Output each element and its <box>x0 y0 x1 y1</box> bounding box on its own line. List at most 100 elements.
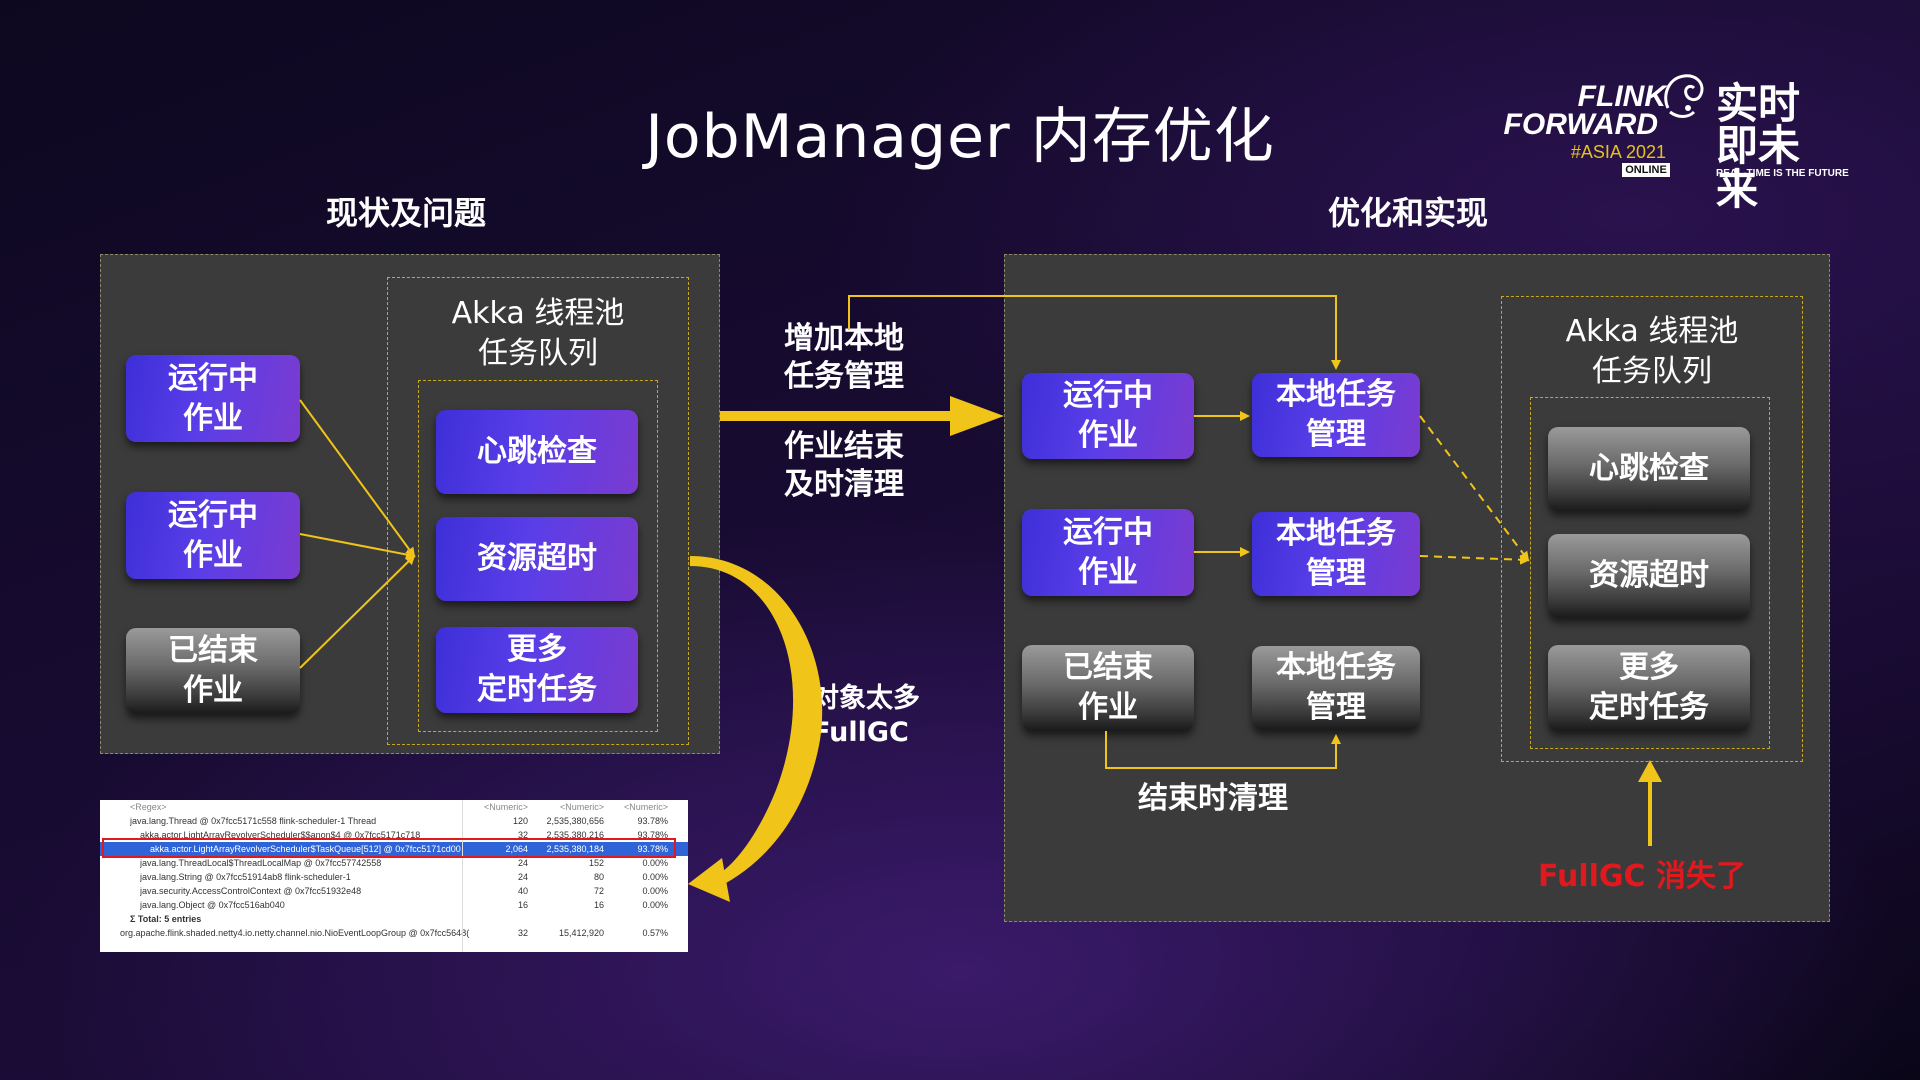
heap-dump-table: <Regex> <Numeric> <Numeric> <Numeric> ja… <box>100 800 688 952</box>
table-cell-name: java.lang.String @ 0x7fcc51914ab8 flink-… <box>140 872 351 882</box>
left-connector-1 <box>299 399 416 558</box>
table-cell-v2: 2,535,380,184 <box>546 844 604 854</box>
table-cell-v3: 0.00% <box>642 900 668 910</box>
right-finished-job: 已结束 作业 <box>1022 645 1194 731</box>
table-cell-name: java.lang.Thread @ 0x7fcc5171c558 flink-… <box>130 816 377 826</box>
table-header-numeric-1: <Numeric> <box>483 802 528 812</box>
right-akka-title: Akka 线程池 任务队列 <box>1565 314 1739 389</box>
left-task-heartbeat: 心跳检查 <box>436 410 638 494</box>
right-running-job-2: 运行中 作业 <box>1022 509 1194 596</box>
left-connector-3 <box>299 554 416 669</box>
table-cell-v2: 2,535,380,216 <box>546 830 604 840</box>
logo-cn-line1: 实时 <box>1716 79 1801 128</box>
left-running-job-2: 运行中 作业 <box>126 492 300 579</box>
logo-asia-text: #ASIA 2021 <box>1570 142 1666 162</box>
left-running-job-1: 运行中 作业 <box>126 355 300 442</box>
right-local-mgr-3: 本地任务 管理 <box>1252 646 1420 730</box>
table-cell-v1: 32 <box>517 830 528 840</box>
fullgc-up-arrow-head <box>1638 760 1662 782</box>
left-task-resource-timeout: 资源超时 <box>436 517 638 601</box>
table-row[interactable]: java.lang.ThreadLocal$ThreadLocalMap @ 0… <box>100 856 688 870</box>
right-section-title: 优化和实现 <box>1328 194 1489 232</box>
left-task-queue-frame <box>418 380 658 732</box>
table-highlight-box <box>102 838 676 858</box>
right-dashed-1 <box>1419 415 1530 562</box>
table-cell-v1: 24 <box>517 872 528 882</box>
table-row[interactable]: org.apache.flink.shaded.netty4.io.netty.… <box>100 926 688 940</box>
table-header-numeric-3: <Numeric> <box>623 802 668 812</box>
squirrel-icon <box>1658 68 1708 128</box>
table-cell-v3: 0.00% <box>642 858 668 868</box>
table-cell-v3: 93.78% <box>637 816 668 826</box>
table-cell-v1: 2,064 <box>505 844 528 854</box>
table-cell-v2: 15,412,920 <box>558 928 604 938</box>
logo-forward-text: FORWARD <box>1503 108 1658 141</box>
left-finished-job: 已结束 作业 <box>126 628 300 714</box>
table-cell-name: akka.actor.LightArrayRevolverScheduler$$… <box>140 830 421 840</box>
table-row[interactable]: Σ Total: 5 entries <box>100 912 688 926</box>
table-cell-v3: 0.00% <box>642 872 668 882</box>
left-connector-2 <box>299 533 416 560</box>
add-local-mgmt-label: 增加本地 任务管理 <box>784 321 904 394</box>
table-cell-v3: 0.00% <box>642 886 668 896</box>
cleanup-label: 作业结束 及时清理 <box>784 429 904 502</box>
logo-tagline: REAL-TIME IS THE FUTURE <box>1716 168 1849 179</box>
table-cell-v2: 152 <box>588 858 604 868</box>
table-cell-v1: 120 <box>512 816 528 826</box>
flink-forward-logo: FLINK FORWARD #ASIA 2021 ONLINE 实时 即未来 R… <box>1504 74 1849 212</box>
table-cell-v3: 93.78% <box>637 830 668 840</box>
logo-cn-line2: 即未来 <box>1716 121 1801 214</box>
table-row[interactable]: java.lang.Object @ 0x7fcc516ab040 16 16 … <box>100 898 688 912</box>
table-cell-name: Σ Total: 5 entries <box>130 914 202 924</box>
logo-online-badge: ONLINE <box>1622 163 1670 177</box>
table-row[interactable]: java.lang.String @ 0x7fcc51914ab8 flink-… <box>100 870 688 884</box>
end-cleanup-label: 结束时清理 <box>1138 781 1288 816</box>
table-row-selected[interactable]: akka.actor.LightArrayRevolverScheduler$T… <box>100 842 688 856</box>
table-cell-v2: 16 <box>593 900 604 910</box>
fullgc-gone-label: FullGC 消失了 <box>1538 859 1747 894</box>
left-section-title: 现状及问题 <box>326 194 487 232</box>
right-dashed-2 <box>1419 554 1530 565</box>
table-cell-v1: 16 <box>517 900 528 910</box>
too-many-objects-label: 对象太多 FullGC <box>812 683 920 748</box>
right-local-mgr-1: 本地任务 管理 <box>1252 373 1420 457</box>
left-akka-frame <box>387 277 689 745</box>
left-task-more-timers: 更多 定时任务 <box>436 627 638 713</box>
table-cell-v1: 24 <box>517 858 528 868</box>
end-cleanup-bracket <box>1105 731 1341 769</box>
table-cell-v2: 72 <box>593 886 604 896</box>
table-cell-v3: 0.57% <box>642 928 668 938</box>
right-task-heartbeat: 心跳检查 <box>1548 427 1750 511</box>
right-akka-frame <box>1501 296 1803 762</box>
logo-flink-text: FLINK <box>1577 80 1666 113</box>
big-arrow-shaft <box>720 411 960 421</box>
table-cell-name: akka.actor.LightArrayRevolverScheduler$T… <box>150 844 461 854</box>
table-row[interactable]: akka.actor.LightArrayRevolverScheduler$$… <box>100 828 688 842</box>
right-task-queue-frame <box>1530 397 1770 749</box>
right-running-job-1: 运行中 作业 <box>1022 373 1194 459</box>
right-task-more-timers: 更多 定时任务 <box>1548 645 1750 731</box>
big-arrow-head <box>950 396 1004 436</box>
table-header-numeric-2: <Numeric> <box>559 802 604 812</box>
fullgc-curve-arrow <box>690 556 823 892</box>
table-cell-name: org.apache.flink.shaded.netty4.io.netty.… <box>120 928 470 938</box>
table-row[interactable]: java.security.AccessControlContext @ 0x7… <box>100 884 688 898</box>
table-cell-v2: 80 <box>593 872 604 882</box>
table-header-regex: <Regex> <box>130 802 167 812</box>
table-cell-v3: 93.78% <box>637 844 668 854</box>
table-row[interactable]: java.lang.Thread @ 0x7fcc5171c558 flink-… <box>100 814 688 828</box>
right-local-mgr-2: 本地任务 管理 <box>1252 512 1420 596</box>
right-task-resource-timeout: 资源超时 <box>1548 534 1750 618</box>
table-cell-v2: 2,535,380,656 <box>546 816 604 826</box>
fullgc-curve-arrow-head <box>688 858 730 902</box>
table-header-row: <Regex> <Numeric> <Numeric> <Numeric> <box>100 800 688 814</box>
table-cell-name: java.lang.ThreadLocal$ThreadLocalMap @ 0… <box>140 858 382 868</box>
table-cell-v1: 32 <box>517 928 528 938</box>
table-cell-name: java.lang.Object @ 0x7fcc516ab040 <box>140 900 285 910</box>
table-cell-v1: 40 <box>517 886 528 896</box>
left-akka-title: Akka 线程池 任务队列 <box>451 296 625 371</box>
table-cell-name: java.security.AccessControlContext @ 0x7… <box>140 886 362 896</box>
page-title: JobManager 内存优化 <box>645 102 1275 172</box>
add-local-bracket <box>848 295 1341 370</box>
